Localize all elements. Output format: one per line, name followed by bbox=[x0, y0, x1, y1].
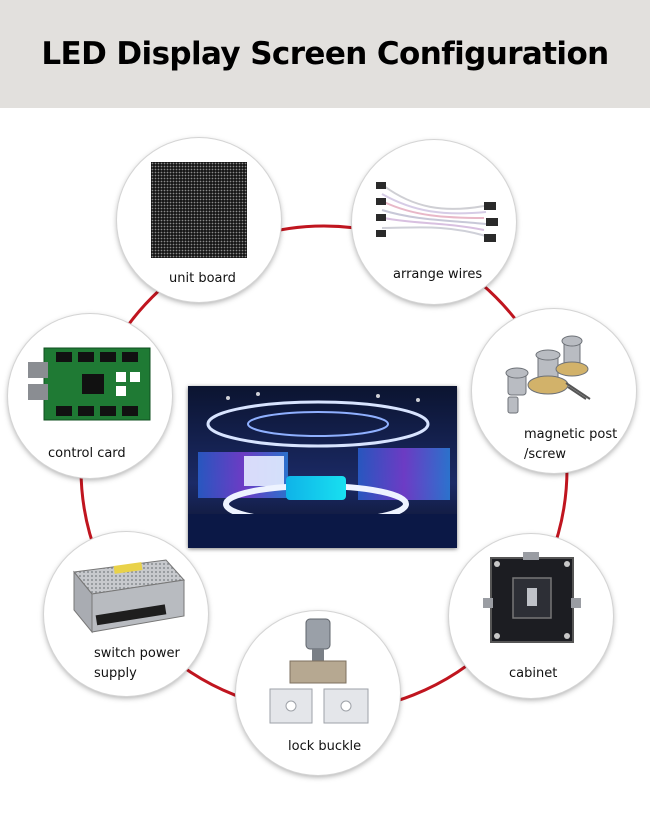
node-switch-power-supply: switch power supply bbox=[44, 532, 208, 696]
led-screen-studio-image bbox=[188, 386, 457, 548]
header-bar: LED Display Screen Configuration bbox=[0, 0, 650, 108]
node-cabinet: cabinet bbox=[449, 534, 613, 698]
magnetic-post-icon bbox=[505, 335, 591, 414]
lock-buckle-label: lock buckle bbox=[288, 739, 362, 754]
node-arrange-wires: arrange wires bbox=[352, 140, 516, 304]
node-lock-buckle: lock buckle bbox=[236, 611, 400, 775]
unit-board-label: unit board bbox=[169, 271, 236, 286]
switch-power-supply-label: switch power supply bbox=[94, 646, 180, 681]
power-supply-icon bbox=[73, 559, 185, 634]
control-card-icon bbox=[28, 347, 151, 421]
arrange-wires-label: arrange wires bbox=[393, 267, 483, 282]
control-card-label: control card bbox=[48, 446, 126, 461]
node-control-card: control card bbox=[8, 314, 172, 478]
node-magnetic-post: magnetic post /screw bbox=[472, 309, 636, 473]
led-module-icon bbox=[151, 162, 247, 258]
node-unit-board: unit board bbox=[117, 138, 281, 302]
ribbon-cable-icon bbox=[376, 182, 498, 242]
cabinet-icon bbox=[483, 552, 581, 643]
magnetic-post-label: magnetic post /screw bbox=[524, 427, 618, 462]
lock-buckle-icon bbox=[269, 618, 369, 724]
page-title: LED Display Screen Configuration bbox=[41, 36, 609, 72]
studio-scene-icon bbox=[188, 386, 457, 548]
cabinet-label: cabinet bbox=[509, 666, 558, 681]
